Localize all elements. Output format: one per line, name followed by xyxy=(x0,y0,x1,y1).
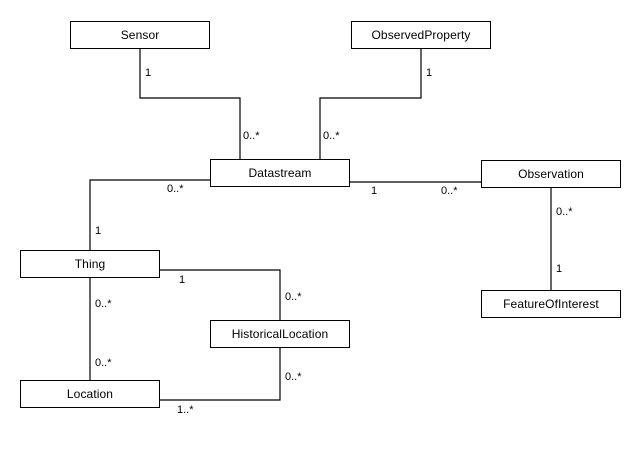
class-box-datastream[interactable]: Datastream xyxy=(210,159,350,187)
class-name-thing: Thing xyxy=(74,257,106,271)
multiplicity-label-m-loc-1n: 1..* xyxy=(177,404,194,416)
multiplicity-label-m-thing-loc-0n-top: 0..* xyxy=(95,298,112,310)
association-line-historicallocation-location xyxy=(159,347,281,401)
multiplicity-label-m-sensor-1: 1 xyxy=(145,67,152,79)
class-name-location: Location xyxy=(66,387,114,401)
multiplicity-label-m-thing-loc-0n-bot: 0..* xyxy=(95,357,112,369)
class-name-observation: Observation xyxy=(518,167,584,181)
multiplicity-label-m-datastream-sensor: 0..* xyxy=(243,130,260,142)
class-box-observed_property[interactable]: ObservedProperty xyxy=(351,21,491,49)
class-name-observed_property: ObservedProperty xyxy=(371,28,471,42)
association-line-sensor-datastream xyxy=(139,48,241,160)
class-name-feature_of_interest: FeatureOfInterest xyxy=(503,297,599,311)
class-box-thing[interactable]: Thing xyxy=(20,250,160,278)
class-box-observation[interactable]: Observation xyxy=(481,160,621,188)
multiplicity-label-m-thing-1: 1 xyxy=(95,225,102,237)
multiplicity-label-m-observedproperty-1: 1 xyxy=(426,67,433,79)
multiplicity-label-m-observation-0n: 0..* xyxy=(441,185,458,197)
class-name-historical_location: HistoricalLocation xyxy=(231,327,329,341)
multiplicity-label-m-hl-loc-0n: 0..* xyxy=(285,371,302,383)
association-line-thing-historicallocation xyxy=(159,269,281,321)
class-name-sensor: Sensor xyxy=(120,28,160,42)
class-box-sensor[interactable]: Sensor xyxy=(70,21,210,49)
association-line-observedproperty-datastream xyxy=(319,48,422,160)
multiplicity-label-m-observation-foi-0n: 0..* xyxy=(556,206,573,218)
multiplicity-label-m-foi-1: 1 xyxy=(556,263,563,275)
multiplicity-label-m-hl-0n: 0..* xyxy=(285,291,302,303)
association-line-datastream-thing xyxy=(89,179,211,251)
multiplicity-label-m-thing-hl-1: 1 xyxy=(179,274,186,286)
class-box-location[interactable]: Location xyxy=(20,380,160,408)
class-box-feature_of_interest[interactable]: FeatureOfInterest xyxy=(481,290,621,318)
multiplicity-label-m-datastream-obs-1: 1 xyxy=(371,185,378,197)
class-box-historical_location[interactable]: HistoricalLocation xyxy=(210,320,350,348)
multiplicity-label-m-datastream-thing-0n: 0..* xyxy=(167,183,184,195)
class-name-datastream: Datastream xyxy=(248,166,312,180)
multiplicity-label-m-datastream-obsprop: 0..* xyxy=(323,130,340,142)
